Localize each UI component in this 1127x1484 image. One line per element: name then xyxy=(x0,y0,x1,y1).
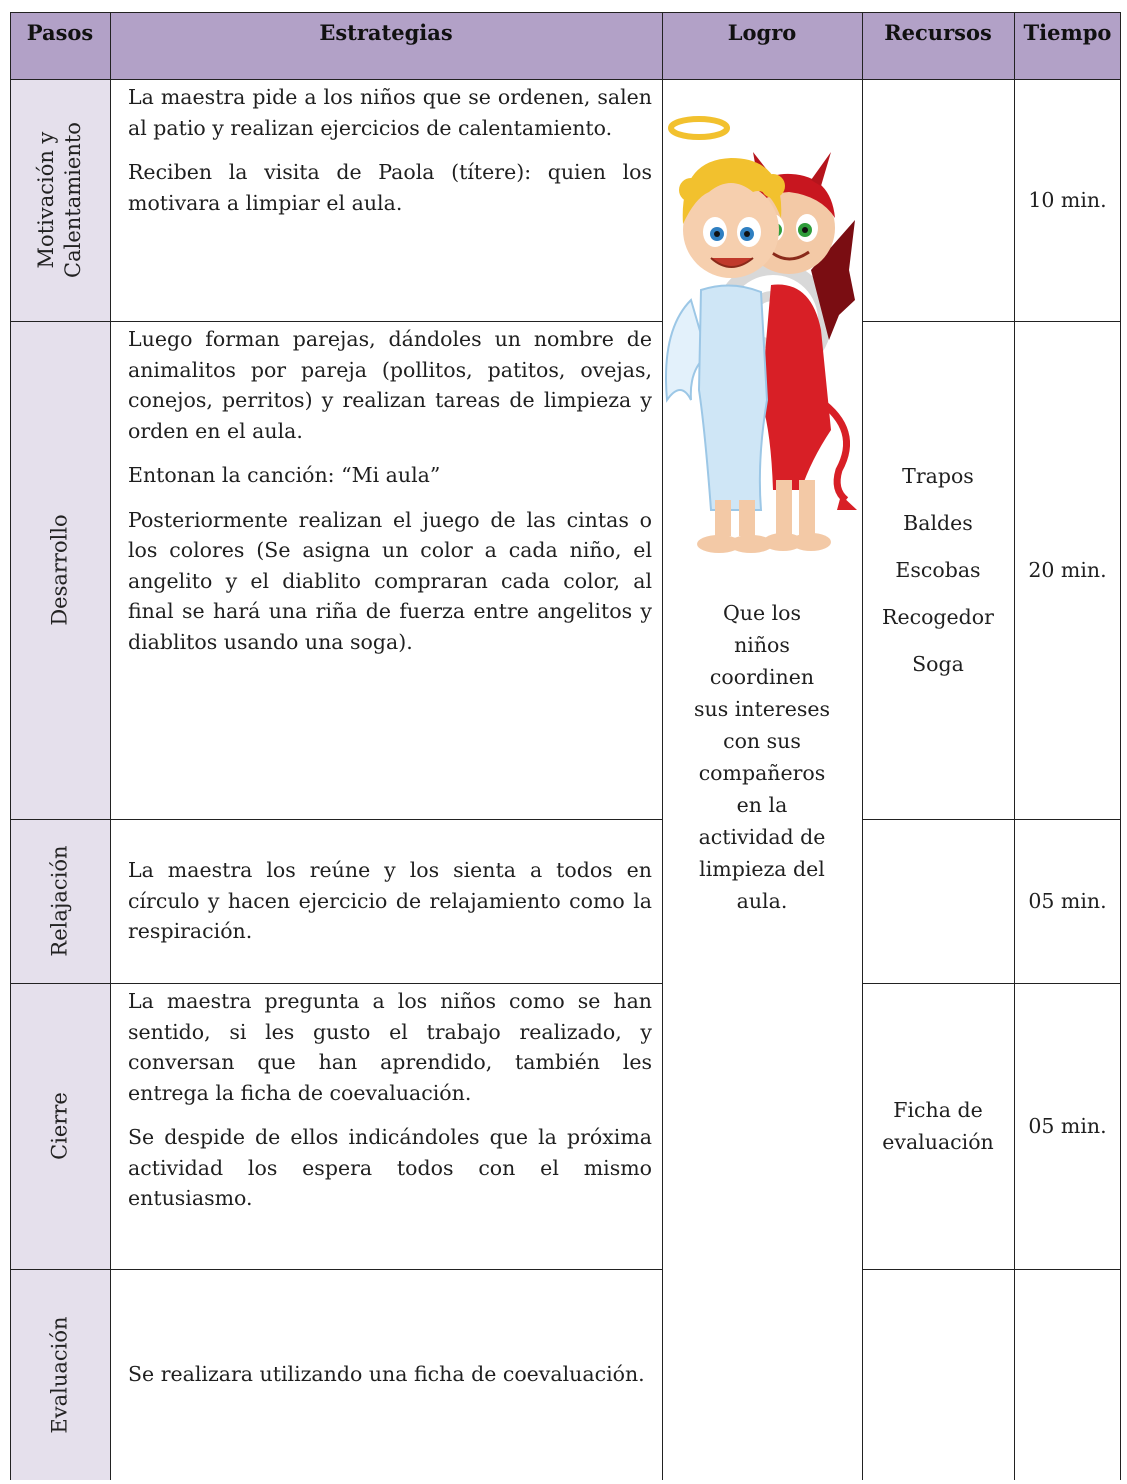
strategy-paragraph: La maestra pregunta a los niños como se … xyxy=(128,989,652,1105)
logro-text: Que los niños coordinen sus intereses co… xyxy=(694,601,830,913)
angel-devil-illustration xyxy=(665,116,857,553)
header-logro: Logro xyxy=(662,12,862,79)
header-recursos: Recursos xyxy=(862,12,1014,79)
step-motivacion: Motivación y Calentamiento xyxy=(10,79,110,321)
strategy-paragraph: Entonan la canción: “Mi aula” xyxy=(128,463,441,487)
strategy-cell: Luego forman parejas, dándoles un nombre… xyxy=(110,321,662,819)
step-relajacion: Relajación xyxy=(10,819,110,983)
resources-cell: Ficha de evaluación xyxy=(882,1098,994,1154)
strategy-paragraph: Posteriormente realizan el juego de las … xyxy=(128,507,652,654)
strategy-paragraph: Se realizara utilizando una ficha de coe… xyxy=(128,1362,645,1387)
resource-item: Soga xyxy=(912,652,964,676)
step-evaluacion: Evaluación xyxy=(10,1269,110,1480)
step-desarrollo: Desarrollo xyxy=(10,321,110,819)
strategy-cell: La maestra los reúne y los sienta a todo… xyxy=(110,819,662,983)
time-cell: 20 min. xyxy=(1028,558,1107,582)
resource-item: Baldes xyxy=(903,511,973,535)
step-label: Motivación y Calentamiento xyxy=(34,122,85,278)
resource-item: Trapos xyxy=(902,464,974,488)
step-label: Evaluación xyxy=(47,1315,72,1434)
step-label: Relajación xyxy=(47,845,72,957)
strategy-paragraph: Luego forman parejas, dándoles un nombre… xyxy=(128,327,652,443)
strategy-paragraph: Reciben la visita de Paola (títere): qui… xyxy=(128,160,652,215)
resource-item: Escobas xyxy=(895,558,981,582)
lesson-plan-table: Pasos Estrategias Logro Recursos Tiempo … xyxy=(10,12,1121,1480)
halo-icon xyxy=(668,116,730,140)
time-cell: 05 min. xyxy=(1028,889,1107,913)
strategy-cell: La maestra pide a los niños que se orden… xyxy=(110,79,662,321)
strategy-paragraph: La maestra los reúne y los sienta a todo… xyxy=(128,858,652,944)
header-pasos: Pasos xyxy=(10,12,110,79)
strategy-cell: Se realizara utilizando una ficha de coe… xyxy=(110,1269,662,1480)
step-label: Desarrollo xyxy=(47,514,72,626)
resources-cell: Trapos Baldes Escobas Recogedor Soga xyxy=(862,321,1014,819)
strategy-paragraph: Se despide de ellos indicándoles que la … xyxy=(128,1125,652,1210)
resource-item: Recogedor xyxy=(882,605,994,629)
header-tiempo: Tiempo xyxy=(1014,12,1121,79)
step-label: Cierre xyxy=(47,1092,72,1160)
strategy-paragraph: La maestra pide a los niños que se orden… xyxy=(128,85,652,140)
header-estrategias: Estrategias xyxy=(110,12,662,79)
strategy-cell: La maestra pregunta a los niños como se … xyxy=(110,983,662,1269)
time-cell: 05 min. xyxy=(1028,1114,1107,1138)
step-cierre: Cierre xyxy=(10,983,110,1269)
time-cell: 10 min. xyxy=(1028,188,1107,212)
